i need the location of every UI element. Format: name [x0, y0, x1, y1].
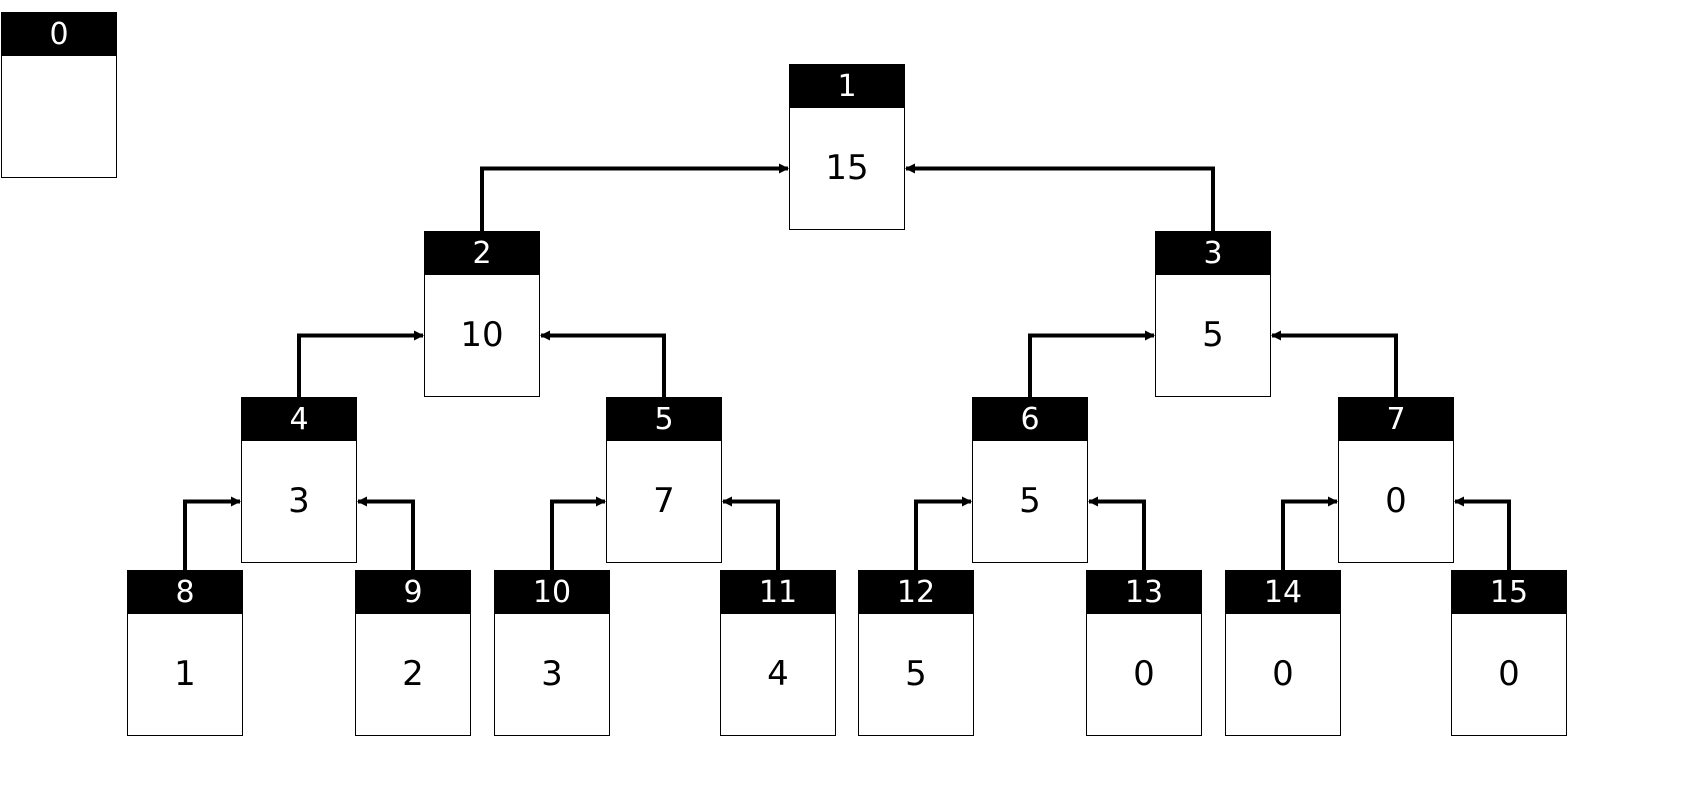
node-value — [2, 56, 116, 176]
node-index-label: 6 — [973, 398, 1087, 441]
node-index-label: 8 — [128, 571, 242, 614]
tree-node-4: 4 3 — [241, 397, 357, 563]
tree-node-7: 7 0 — [1338, 397, 1454, 563]
tree-node-2: 2 10 — [424, 231, 540, 397]
node-value: 0 — [1272, 654, 1294, 694]
node-value: 0 — [1133, 654, 1155, 694]
edge-3-to-1 — [905, 163, 1215, 231]
tree-node-0: 0 — [1, 12, 117, 178]
tree-node-12: 12 5 — [858, 570, 974, 736]
node-index-label: 9 — [356, 571, 470, 614]
node-index-label: 15 — [1452, 571, 1566, 614]
edge-9-to-4 — [357, 496, 415, 570]
node-value: 4 — [767, 654, 789, 694]
node-value: 0 — [1498, 654, 1520, 694]
node-index-label: 11 — [721, 571, 835, 614]
node-index-label: 12 — [859, 571, 973, 614]
edge-8-to-4 — [183, 496, 241, 570]
node-value: 7 — [653, 481, 675, 521]
node-value: 1 — [174, 654, 196, 694]
edge-11-to-5 — [722, 496, 780, 570]
node-index-label: 7 — [1339, 398, 1453, 441]
node-value: 2 — [402, 654, 424, 694]
edge-12-to-6 — [914, 496, 972, 570]
tree-node-13: 13 0 — [1086, 570, 1202, 736]
node-index-label: 1 — [790, 65, 904, 108]
tree-node-14: 14 0 — [1225, 570, 1341, 736]
node-value: 3 — [541, 654, 563, 694]
node-index-label: 5 — [607, 398, 721, 441]
edge-4-to-2 — [297, 330, 424, 397]
tree-node-10: 10 3 — [494, 570, 610, 736]
node-value: 5 — [1202, 315, 1224, 355]
tree-node-15: 15 0 — [1451, 570, 1567, 736]
node-index-label: 10 — [495, 571, 609, 614]
node-value: 15 — [825, 148, 869, 188]
node-index-label: 13 — [1087, 571, 1201, 614]
node-index-label: 3 — [1156, 232, 1270, 275]
node-index-label: 14 — [1226, 571, 1340, 614]
edge-14-to-7 — [1281, 496, 1338, 570]
tree-node-8: 8 1 — [127, 570, 243, 736]
edge-7-to-3 — [1271, 330, 1398, 397]
edge-6-to-3 — [1028, 330, 1155, 397]
edge-2-to-1 — [480, 163, 789, 231]
node-index-label: 0 — [2, 13, 116, 56]
node-value: 3 — [288, 481, 310, 521]
edge-15-to-7 — [1454, 496, 1511, 570]
edge-10-to-5 — [550, 496, 606, 570]
node-value: 10 — [460, 315, 504, 355]
node-index-label: 4 — [242, 398, 356, 441]
node-value: 5 — [905, 654, 927, 694]
tree-node-9: 9 2 — [355, 570, 471, 736]
tree-node-11: 11 4 — [720, 570, 836, 736]
node-value: 5 — [1019, 481, 1041, 521]
edge-13-to-6 — [1088, 496, 1146, 570]
tree-node-6: 6 5 — [972, 397, 1088, 563]
node-value: 0 — [1385, 481, 1407, 521]
tree-node-5: 5 7 — [606, 397, 722, 563]
edge-5-to-2 — [540, 330, 666, 397]
tree-node-3: 3 5 — [1155, 231, 1271, 397]
node-index-label: 2 — [425, 232, 539, 275]
tree-node-1: 1 15 — [789, 64, 905, 230]
